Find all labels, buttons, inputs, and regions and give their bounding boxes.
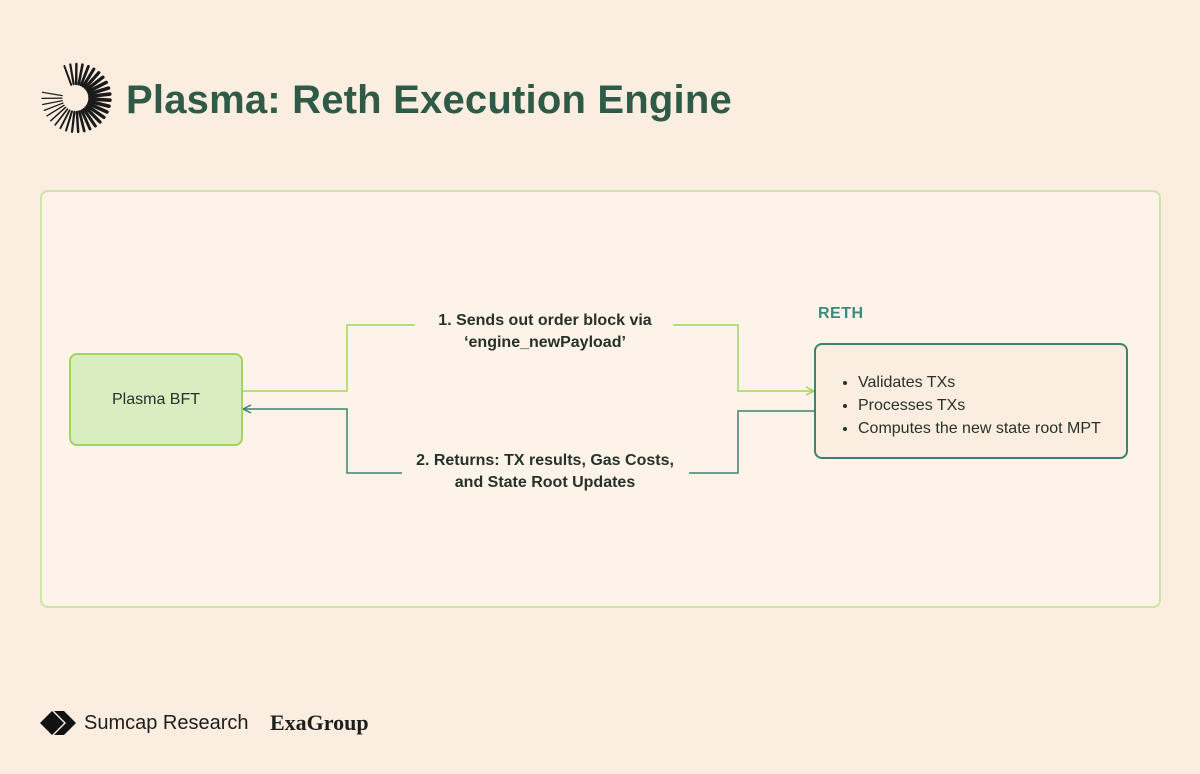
logo-ray — [79, 64, 90, 87]
logo-ray — [77, 63, 84, 86]
page-title: Plasma: Reth Execution Engine — [126, 78, 732, 122]
plasma-bft-node: Plasma BFT — [69, 353, 243, 446]
send-edge-label-line: ‘engine_newPayload’ — [464, 334, 626, 351]
plasma-bft-label: Plasma BFT — [111, 390, 200, 408]
logo-ray — [81, 67, 96, 88]
exagroup-logo: ExaGroup — [270, 710, 369, 735]
logo-ray — [70, 110, 76, 133]
reth-item: Computes the new state root MPT — [858, 417, 1126, 440]
diamond-arrow-logo-icon — [40, 711, 76, 735]
logo-ray — [86, 80, 108, 94]
reth-item: Processes TXs — [858, 394, 1126, 417]
logo-ray — [59, 109, 71, 130]
logo-ray — [42, 100, 63, 106]
logo-ray — [75, 110, 80, 134]
send-edge-label: 1. Sends out order block via ‘engine_new… — [420, 310, 670, 354]
logo-ray — [88, 97, 112, 102]
logo-ray — [43, 102, 64, 112]
logo-ray — [82, 107, 97, 128]
reth-node: Validates TXs Processes TXs Computes the… — [814, 343, 1128, 459]
logo-ray — [54, 108, 69, 126]
logo-ray — [84, 106, 102, 124]
logo-ray — [87, 102, 109, 114]
return-edge-label: 2. Returns: TX results, Gas Costs, and S… — [400, 450, 690, 494]
logo-ray — [78, 110, 86, 133]
reth-label: RETH — [818, 305, 864, 322]
return-edge-label-line: 2. Returns: TX results, Gas Costs, — [416, 452, 674, 469]
logo-ray — [63, 65, 73, 86]
sumcap-research-label: Sumcap Research — [84, 711, 249, 734]
logo-ray — [46, 104, 65, 117]
send-edge-label-line: 1. Sends out order block via — [438, 312, 652, 329]
logo-ray — [69, 63, 75, 86]
logo-ray — [41, 91, 63, 97]
logo-ray — [87, 86, 111, 96]
logo-ray — [85, 104, 106, 120]
logo-ray — [49, 106, 67, 122]
return-edge-label-line: and State Root Updates — [454, 474, 636, 491]
logo-ray — [65, 110, 73, 132]
reth-item-list: Validates TXs Processes TXs Computes the… — [816, 345, 1126, 440]
logo-ray — [80, 109, 92, 131]
radial-burst-logo-icon — [41, 62, 112, 134]
sumcap-brand: Sumcap Research — [40, 708, 249, 738]
logo-ray — [88, 92, 112, 99]
logo-ray — [87, 99, 111, 109]
reth-item: Validates TXs — [858, 371, 1126, 394]
logo-ray — [85, 75, 105, 92]
logo-ray — [83, 71, 101, 90]
